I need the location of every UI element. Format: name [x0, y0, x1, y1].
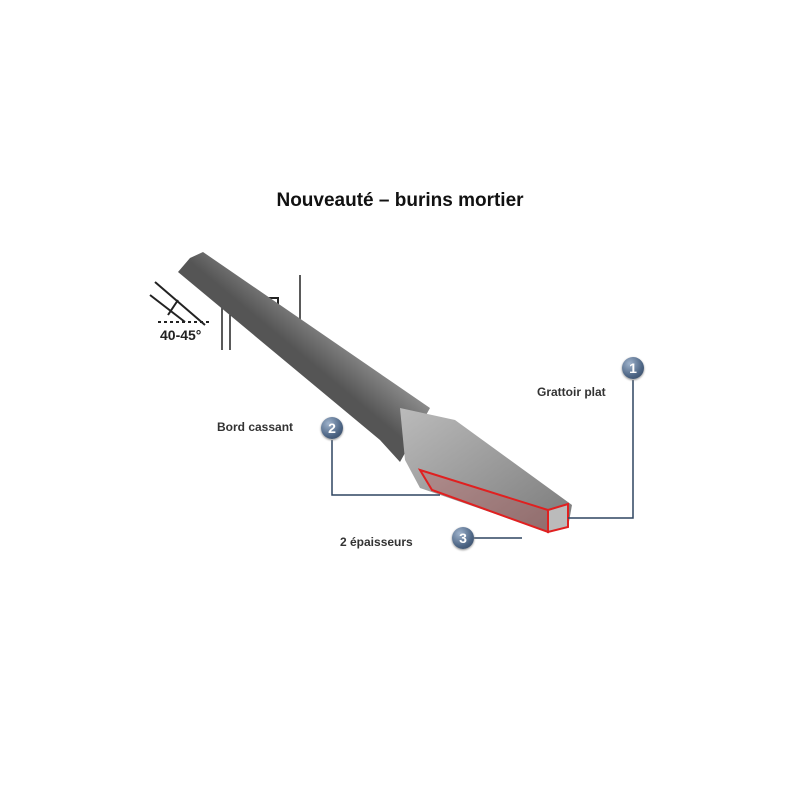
callout-badge-2: 2: [321, 417, 343, 439]
angle-label: 40-45°: [160, 327, 202, 343]
callout-label-3: 2 épaisseurs: [340, 535, 413, 549]
chisel-shaft: [178, 252, 430, 462]
chisel-blade: [400, 408, 572, 532]
callout-label-2: Bord cassant: [217, 420, 294, 434]
callout-badge-1: 1: [622, 357, 644, 379]
diagram-title: Nouveauté – burins mortier: [276, 190, 524, 211]
callout-line-1: [568, 380, 634, 519]
callout-badge-3: 3: [452, 527, 474, 549]
callout-label-1: Grattoir plat: [537, 385, 606, 399]
callout-line-2: [331, 440, 440, 496]
flat-tip-highlight: [547, 502, 569, 534]
